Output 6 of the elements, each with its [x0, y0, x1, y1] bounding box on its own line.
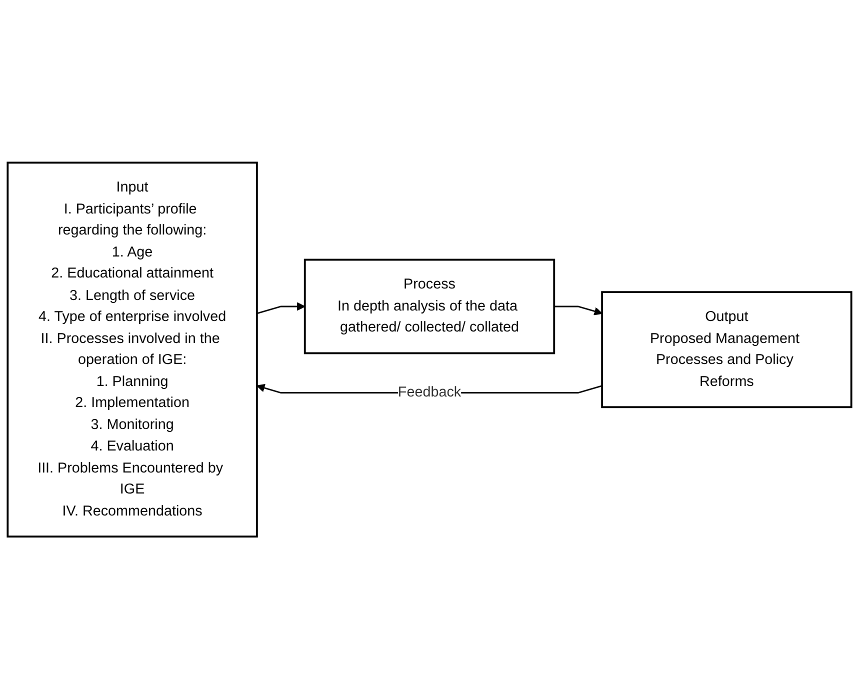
node-box: Output Proposed Management Processes and Policy Reforms — [601, 291, 852, 408]
arrow — [554, 306, 602, 316]
node-box: Input I. Participants’ profile regarding the following: 1. Age 2. Educational attainment 3. Length of service 4. Type of enterprise involved II. Processes involved in the operation of IGE: 1. Planning 2. Implementation 3. Monitoring 4. Evaluation III. Problems Encountered by IGE IV. Recommendations — [6, 162, 258, 538]
edge-label: Feedback — [398, 384, 462, 400]
node-box: Process In depth analysis of the data gathered/ collected/ collated — [304, 258, 556, 354]
arrow — [256, 302, 306, 314]
